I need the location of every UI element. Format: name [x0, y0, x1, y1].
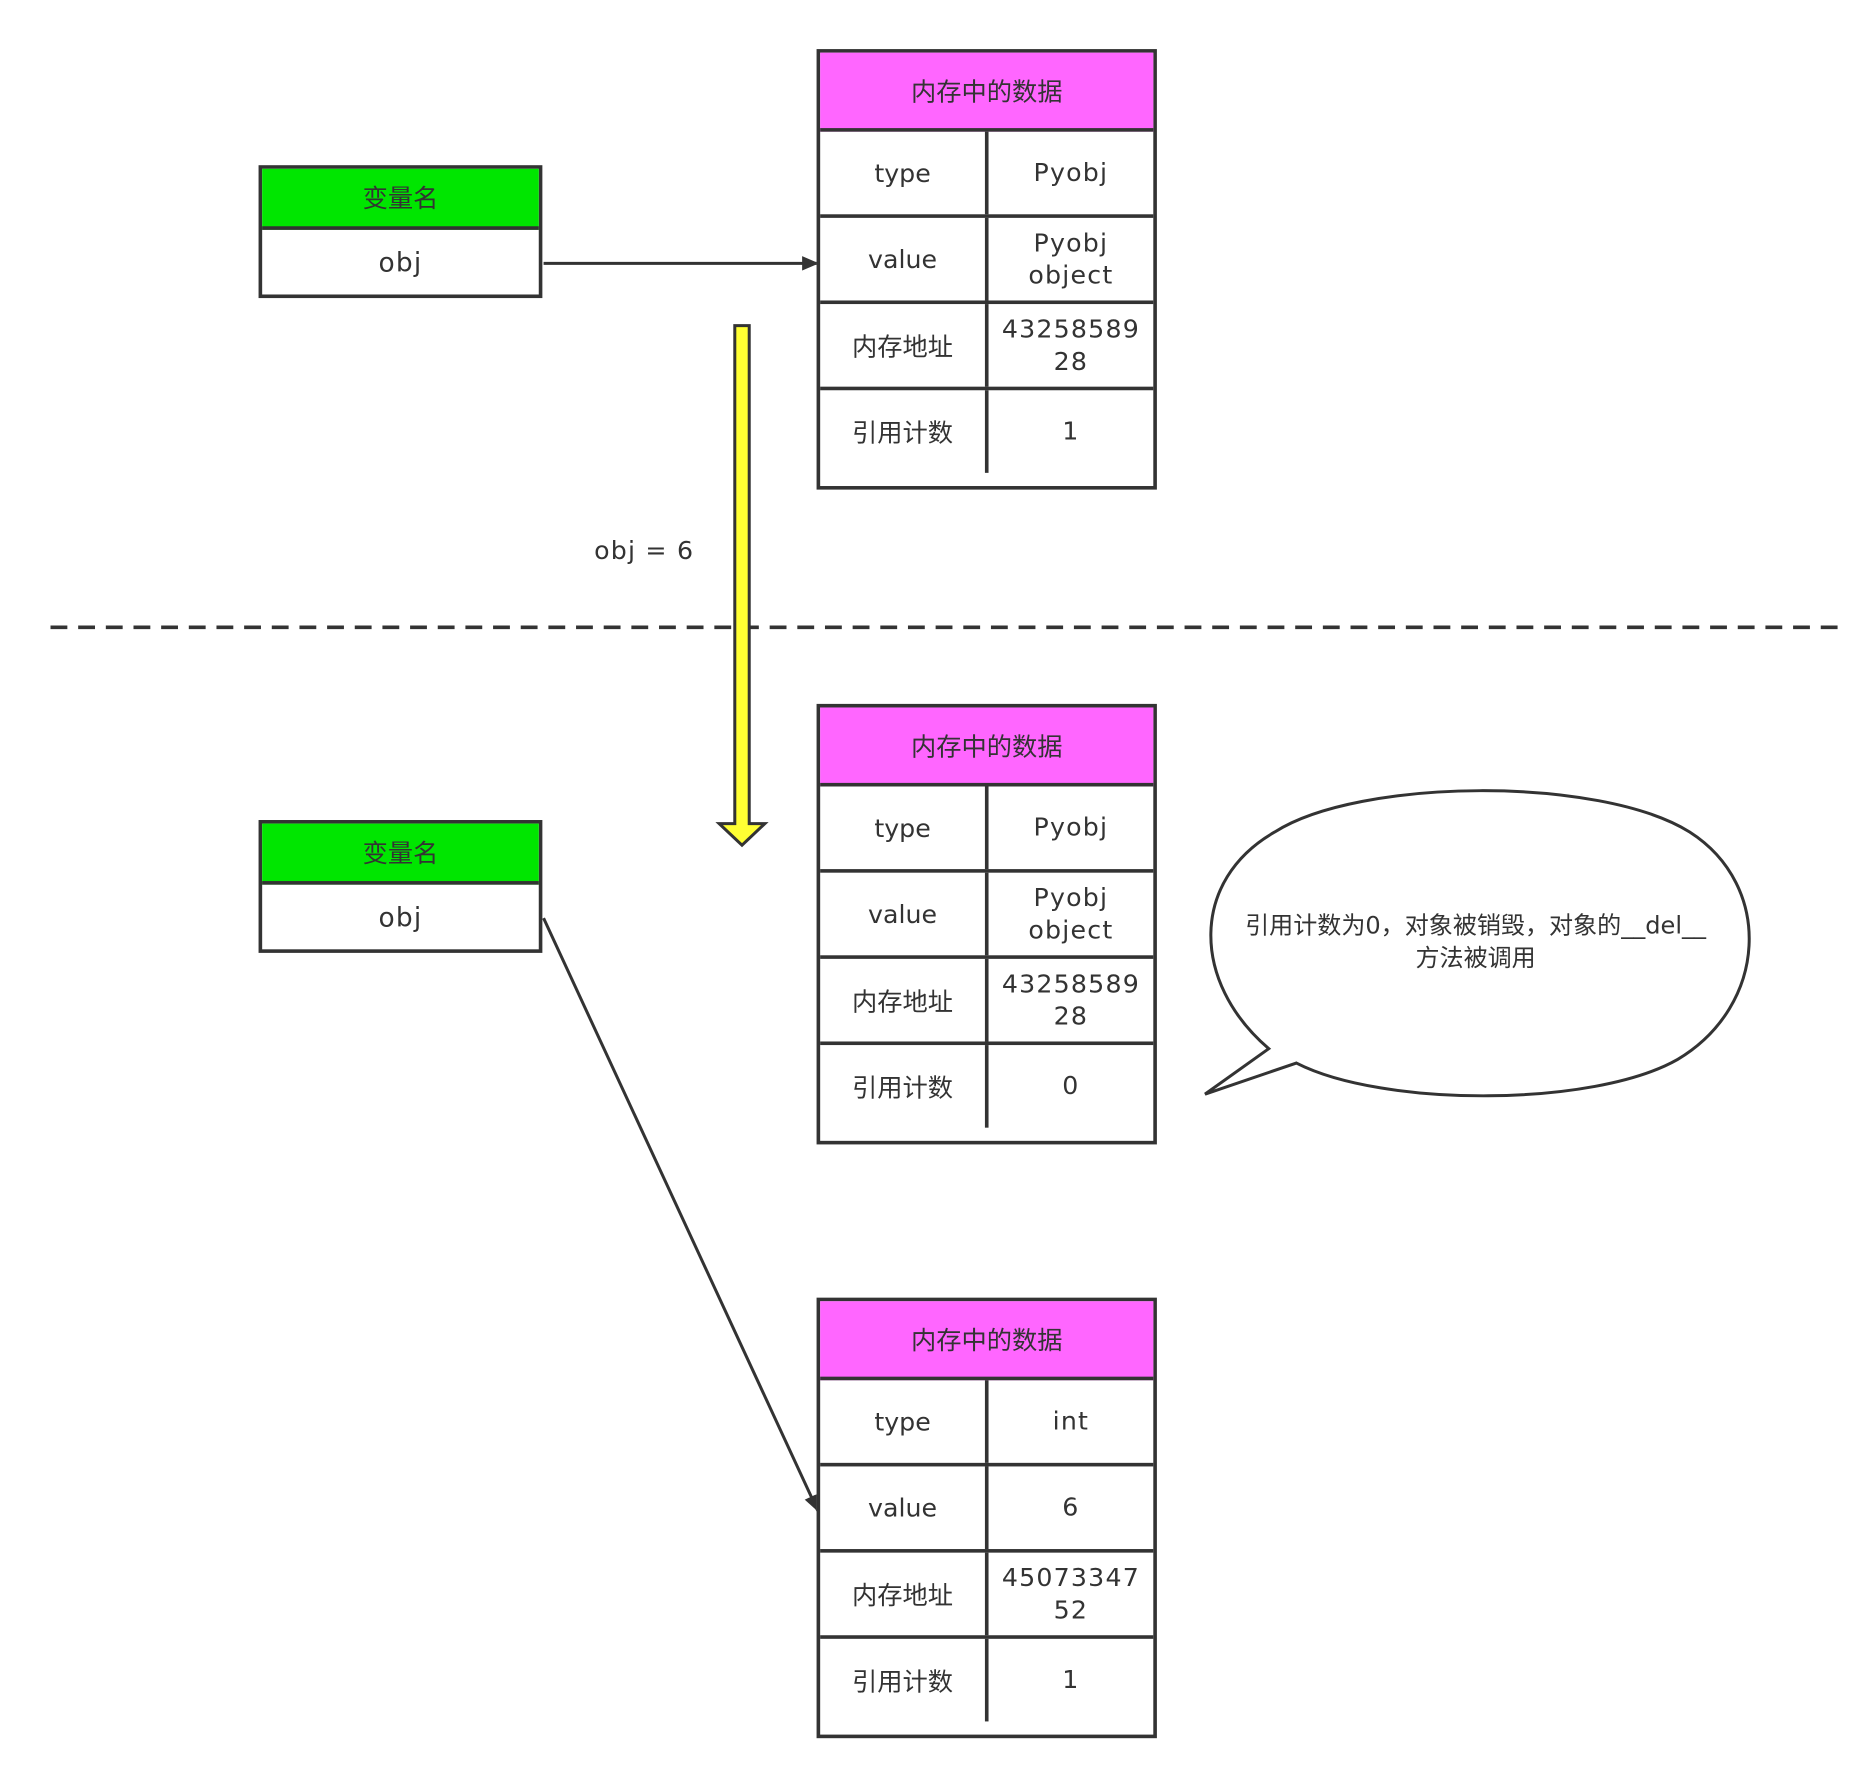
memory-row-address: 内存地址 43258589 28	[820, 958, 1154, 1046]
memory-row-value: value 6	[820, 1466, 1154, 1553]
row-key: type	[820, 131, 989, 215]
speech-bubble-text: 引用计数为0，对象被销毁，对象的__del__ 方法被调用	[1217, 910, 1734, 975]
variable-header: 变量名	[262, 823, 539, 885]
row-key: 引用计数	[820, 1045, 989, 1128]
row-key: value	[820, 217, 989, 301]
variable-box-after: 变量名 obj	[258, 820, 543, 953]
memory-row-value: value Pyobj object	[820, 872, 1154, 959]
memory-row-refcount: 引用计数 0	[820, 1045, 1153, 1128]
row-value: Pyobj object	[1028, 882, 1114, 944]
row-value: 45073347 52	[1001, 1562, 1140, 1624]
row-key: 引用计数	[820, 1638, 989, 1722]
transition-arrow	[715, 324, 769, 848]
row-value: Pyobj	[1033, 158, 1109, 187]
row-key: type	[820, 786, 989, 870]
row-key: 内存地址	[820, 1552, 989, 1636]
memory-table-header: 内存中的数据	[820, 1301, 1154, 1381]
variable-name: obj	[378, 903, 423, 934]
assignment-label: obj = 6	[594, 536, 695, 566]
row-value: Pyobj object	[1028, 228, 1114, 290]
row-key: 内存地址	[820, 304, 989, 387]
row-value: 43258589 28	[1001, 969, 1140, 1031]
memory-row-type: type Pyobj	[820, 786, 1154, 873]
memory-table-released: 内存中的数据 type Pyobj value Pyobj object 内存地…	[816, 703, 1157, 1145]
variable-header: 变量名	[262, 168, 539, 230]
variable-box-before: 变量名 obj	[258, 165, 543, 299]
memory-row-refcount: 引用计数 1	[820, 1638, 1153, 1722]
row-key: type	[820, 1380, 989, 1463]
memory-row-type: type int	[820, 1380, 1154, 1467]
row-value: 1	[1062, 1665, 1080, 1694]
memory-row-refcount: 引用计数 1	[820, 390, 1153, 473]
memory-table-header: 内存中的数据	[820, 52, 1154, 132]
memory-row-type: type Pyobj	[820, 131, 1154, 218]
row-value: 6	[1062, 1492, 1080, 1522]
row-key: value	[820, 1466, 989, 1550]
row-key: value	[820, 872, 989, 956]
row-value: 1	[1062, 416, 1080, 446]
memory-row-address: 内存地址 43258589 28	[820, 304, 1154, 391]
row-value: Pyobj	[1033, 812, 1109, 842]
memory-row-address: 内存地址 45073347 52	[820, 1552, 1154, 1639]
variable-name: obj	[378, 248, 423, 279]
row-value: 43258589 28	[1001, 314, 1140, 376]
speech-bubble-line: 方法被调用	[1415, 943, 1536, 973]
row-key: 引用计数	[820, 390, 989, 473]
memory-table-original: 内存中的数据 type Pyobj value Pyobj object 内存地…	[816, 49, 1157, 490]
speech-bubble-line: 引用计数为0，对象被销毁，对象的__del__	[1245, 910, 1707, 940]
row-key: 内存地址	[820, 958, 989, 1042]
pointer-arrow-bottom	[542, 917, 820, 1512]
memory-row-value: value Pyobj object	[820, 217, 1154, 305]
memory-table-new-int: 内存中的数据 type int value 6 内存地址 45073347 52…	[816, 1297, 1157, 1739]
row-value: int	[1052, 1406, 1090, 1436]
memory-table-header: 内存中的数据	[820, 707, 1154, 787]
row-value: 0	[1062, 1071, 1080, 1101]
speech-bubble	[1204, 789, 1751, 1098]
